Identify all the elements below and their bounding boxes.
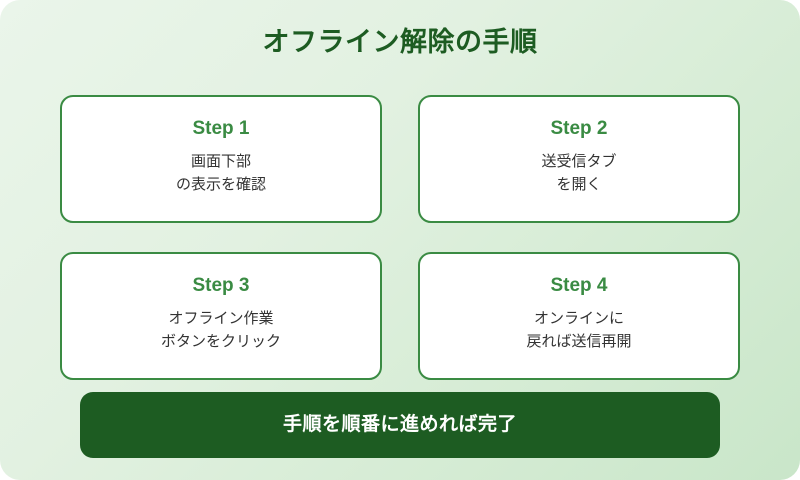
step-label-1: Step 1 [192, 118, 250, 140]
summary-banner-text: 手順を順番に進めれば完了 [282, 413, 517, 435]
step-body-4-line-2: 戻れば送信再開 [526, 333, 632, 351]
page-title: オフライン解除の手順 [262, 27, 538, 57]
step-body-1-line-2: の表示を確認 [175, 176, 266, 194]
step-body-3-line-1: オフライン作業 [168, 310, 274, 328]
step-label-3: Step 3 [192, 275, 250, 297]
step-card-2: Step 2 送受信タブ を開く [418, 95, 740, 223]
step-body-2-line-1: 送受信タブ [541, 153, 617, 171]
step-label-4: Step 4 [550, 275, 608, 297]
summary-banner: 手順を順番に進めれば完了 [80, 392, 720, 458]
step-body-4: オンラインに 戻れば送信再開 [526, 307, 631, 354]
step-body-4-line-1: オンラインに [533, 310, 624, 328]
step-card-1: Step 1 画面下部 の表示を確認 [60, 95, 382, 223]
step-body-2-line-2: を開く [556, 176, 602, 194]
step-body-1: 画面下部 の表示を確認 [176, 150, 266, 197]
step-body-3-line-2: ボタンをクリック [160, 333, 281, 351]
step-label-2: Step 2 [550, 118, 608, 140]
step-card-3: Step 3 オフライン作業 ボタンをクリック [60, 252, 382, 380]
step-body-3: オフライン作業 ボタンをクリック [161, 307, 281, 354]
step-body-1-line-1: 画面下部 [190, 153, 251, 171]
steps-grid: Step 1 画面下部 の表示を確認 Step 2 送受信タブ を開く Step… [60, 95, 740, 380]
step-body-2: 送受信タブ を開く [541, 150, 616, 197]
step-card-4: Step 4 オンラインに 戻れば送信再開 [418, 252, 740, 380]
